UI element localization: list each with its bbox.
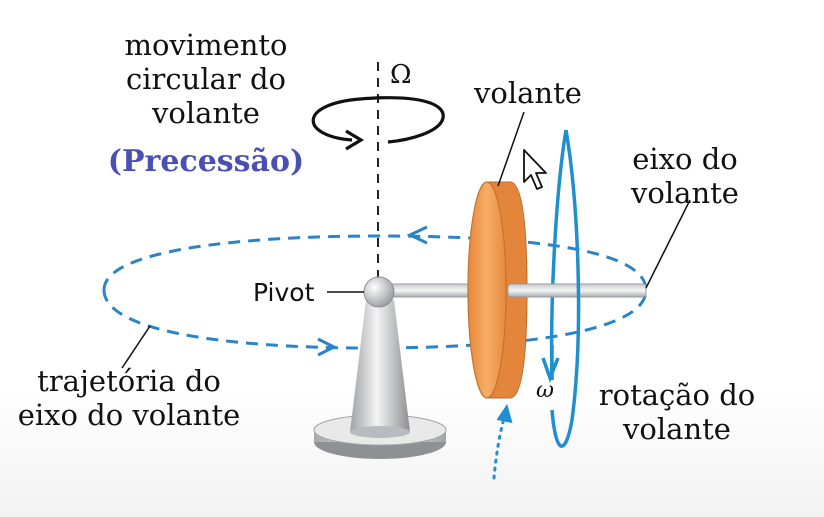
flywheel-label: volante	[474, 76, 582, 110]
axis-label: eixo do volante	[620, 142, 750, 210]
mouse-cursor-icon	[523, 149, 547, 190]
precession-label-line2: circular do	[126, 62, 286, 96]
flywheel-leader	[497, 111, 525, 187]
pivot-label: Pivot	[253, 278, 315, 307]
rotation-label-line2: volante	[623, 412, 731, 446]
trajectory-leader	[121, 325, 151, 369]
trajectory-label: trajetória do eixo do volante	[4, 364, 254, 432]
rotation-label-line1: rotação do	[598, 378, 756, 412]
axis-label-line1: eixo do	[632, 142, 738, 176]
precession-label-line1: movimento	[124, 28, 288, 62]
omega-capital-label: Ω	[390, 60, 412, 90]
rotation-arrow	[541, 129, 581, 448]
pivot-stand	[313, 300, 447, 459]
axis-leader	[645, 199, 691, 289]
dotted-arrow	[492, 403, 513, 480]
precession-label-line3: volante	[152, 96, 260, 130]
precession-highlight: (Precessão)	[107, 144, 305, 179]
precession-arrow	[311, 96, 445, 151]
precession-label: movimento circular do volante	[96, 28, 316, 130]
rotation-label: rotação do volante	[592, 378, 762, 446]
axis-label-line2: volante	[631, 176, 739, 210]
pivot-ball	[363, 276, 395, 308]
trajectory-label-line1: trajetória do	[37, 364, 221, 398]
omega-small-label: ω	[536, 378, 554, 403]
rotation-loop-back	[549, 129, 568, 381]
trajectory-label-line2: eixo do volante	[17, 398, 241, 432]
